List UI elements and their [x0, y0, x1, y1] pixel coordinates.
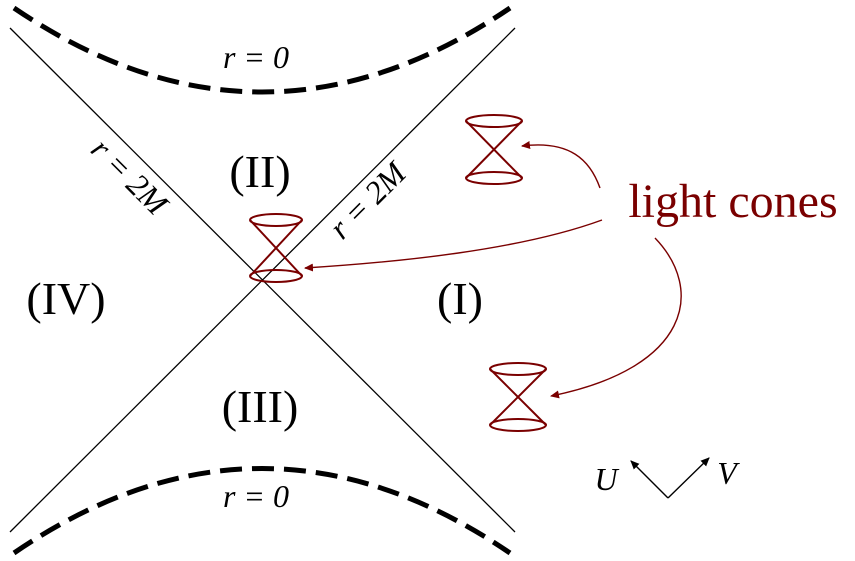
region-3-label: (III)	[222, 381, 299, 432]
singularity-top-label: r = 0	[223, 39, 289, 75]
u-axis-arrow	[630, 460, 669, 499]
light-cone-upper-right	[465, 114, 523, 185]
light-cone-center	[249, 213, 303, 283]
arrow-to-lower-cone	[550, 237, 682, 399]
arrow-to-center-cone	[304, 219, 603, 272]
region-2-label: (II)	[229, 146, 290, 197]
horizon-right-label: r = 2M	[322, 153, 415, 246]
singularity-top-curve	[12, 5, 512, 95]
singularity-bottom-label: r = 0	[223, 478, 289, 514]
uv-axes: U V	[594, 455, 740, 499]
region-1-label: (I)	[437, 273, 483, 324]
v-axis-label: V	[717, 455, 740, 491]
horizon-line-ascending	[9, 27, 516, 533]
arrow-to-upper-cone	[521, 141, 601, 189]
horizon-left-label: r = 2M	[84, 131, 177, 224]
u-axis-label: U	[594, 461, 619, 497]
region-4-label: (IV)	[26, 273, 105, 324]
v-axis-arrow	[667, 457, 710, 499]
light-cones-label: light cones	[628, 175, 837, 228]
light-cone-lower-right	[489, 362, 547, 432]
singularity-bottom-curve	[12, 466, 512, 556]
